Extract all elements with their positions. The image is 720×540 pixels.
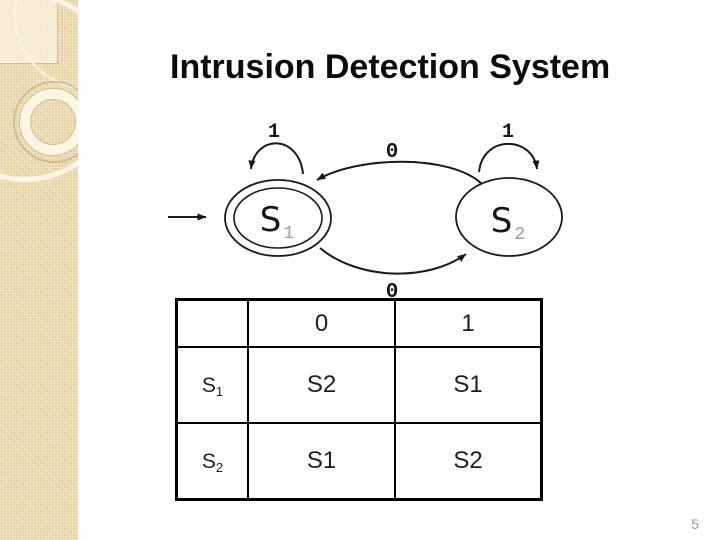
- table-header-1: 1: [394, 298, 543, 348]
- s1-self-loop-label: 1: [268, 121, 280, 144]
- s1-self-loop-arrow: [248, 142, 304, 175]
- circle-decoration: [0, 0, 78, 182]
- table-cell: S1: [247, 422, 396, 501]
- table-header-row: 0 1: [175, 298, 543, 348]
- table-cell: S2: [394, 422, 543, 501]
- row-state-label: S2: [175, 422, 249, 501]
- state-s1-inner-ellipse: [233, 187, 323, 249]
- transition-s1-to-s2-label: 0: [386, 281, 399, 302]
- s2-self-loop-label: 1: [502, 121, 514, 144]
- table-header-0: 0: [247, 298, 396, 348]
- circle-decoration: [20, 89, 78, 155]
- state-s2-ellipse: [455, 177, 563, 257]
- page-title: Intrusion Detection System: [170, 48, 611, 86]
- s2-self-loop-arrow: [478, 142, 540, 173]
- table-header-empty: [175, 298, 249, 348]
- transition-s2-to-s1-arrow: [316, 160, 483, 185]
- page-number: 5: [691, 516, 699, 532]
- transition-s2-to-s1-label: 0: [386, 141, 399, 164]
- table-row: S1 S2 S1: [175, 346, 543, 424]
- transition-s1-to-s2-arrow: [319, 247, 467, 275]
- sidebar-decoration: [0, 0, 78, 540]
- row-state-label: S1: [175, 346, 249, 424]
- table-cell: S2: [247, 346, 396, 424]
- state-s1-outer-ellipse: [224, 179, 332, 257]
- transition-table: 0 1 S1 S2 S1 S2 S1 S2: [175, 298, 543, 501]
- table-row: S2 S1 S2: [175, 422, 543, 501]
- circle-decoration: [13, 81, 78, 163]
- table-cell: S1: [394, 346, 543, 424]
